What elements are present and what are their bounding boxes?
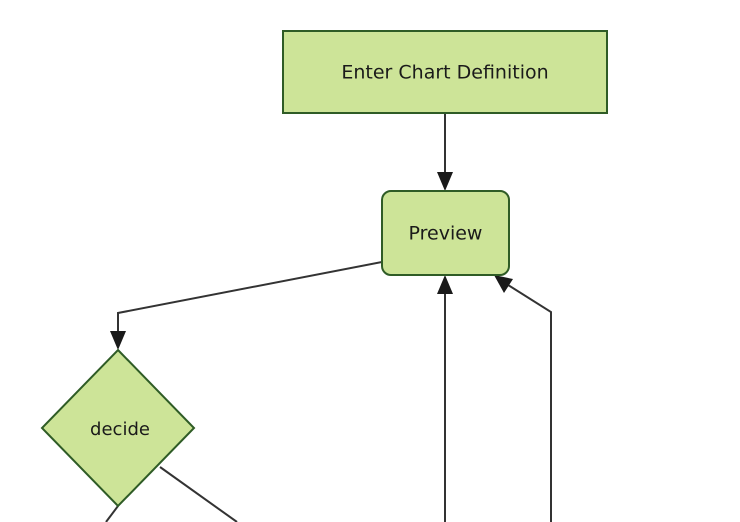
edge-decide-out-right: [159, 466, 238, 522]
node-label-decide: decide: [90, 419, 150, 440]
arrow-head-icon: [437, 172, 453, 191]
node-shape-diamond: [40, 348, 196, 508]
arrow-head-icon: [494, 275, 513, 293]
node-label-enter-chart-definition: Enter Chart Definition: [341, 62, 548, 84]
node-layer: Enter Chart Definition Preview decide: [40, 30, 608, 508]
edge-preview-to-decide: [110, 261, 383, 350]
arrow-head-icon: [437, 275, 453, 294]
edge-line: [105, 505, 119, 522]
node-enter-chart-definition[interactable]: Enter Chart Definition: [282, 30, 608, 114]
node-decide[interactable]: decide: [40, 348, 196, 508]
edge-line: [504, 282, 552, 522]
node-label-preview: Preview: [409, 223, 483, 245]
node-shape-rounded-rectangle: [381, 190, 510, 276]
edge-line: [117, 261, 383, 337]
arrow-head-icon: [110, 331, 126, 350]
edge-offscreen-center-to-preview: [437, 275, 453, 522]
node-preview[interactable]: Preview: [381, 190, 510, 276]
edge-layer: [105, 113, 552, 522]
edge-enter-to-preview: [437, 113, 453, 191]
edge-offscreen-right-to-preview: [494, 275, 552, 522]
edge-decide-out-left: [105, 505, 119, 522]
edge-line: [159, 466, 238, 522]
node-shape-rectangle: [282, 30, 608, 114]
